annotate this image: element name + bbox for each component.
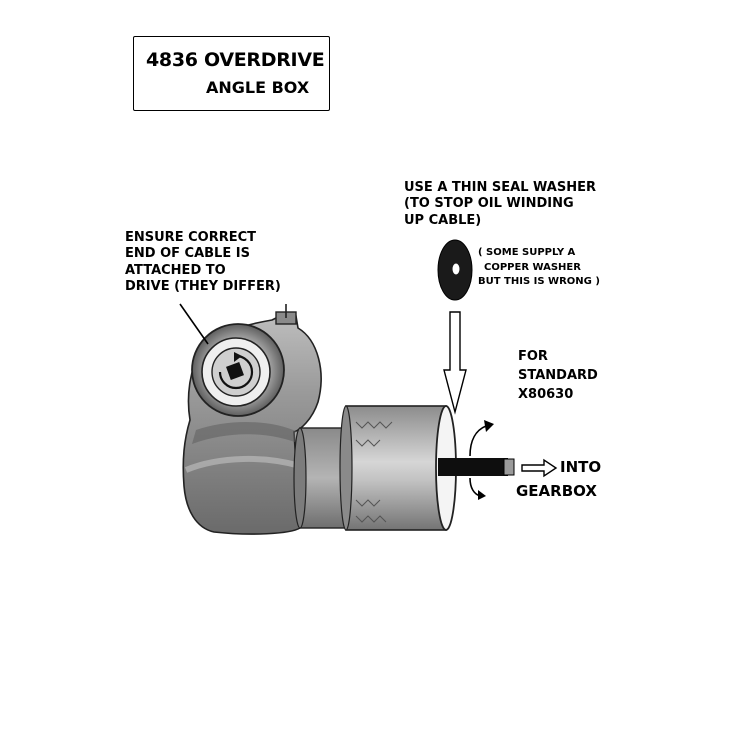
washer-aside-line: ( SOME SUPPLY A <box>478 247 576 258</box>
ensure-note-line: ATTACHED TO <box>125 262 226 278</box>
cable-boss <box>191 323 285 417</box>
standard-note: FOR STANDARD X80630 <box>518 348 598 405</box>
title-line-1: 4836 OVERDRIVE <box>146 49 325 71</box>
ensure-note-line: ENSURE CORRECT <box>125 230 256 245</box>
washer-aside-line: COPPER WASHER <box>484 261 581 273</box>
title-line-2: ANGLE BOX <box>206 78 310 97</box>
down-arrow-icon <box>443 311 467 415</box>
washer-aside-note: ( SOME SUPPLY A COPPER WASHER BUT THIS I… <box>478 246 600 290</box>
seal-washer-icon <box>437 239 473 301</box>
standard-note-line: STANDARD <box>518 367 598 383</box>
ensure-leader-line <box>179 303 209 345</box>
title-box: 4836 OVERDRIVE ANGLE BOX <box>133 36 330 111</box>
washer-note: USE A THIN SEAL WASHER (TO STOP OIL WIND… <box>404 180 596 229</box>
washer-note-line: USE A THIN SEAL WASHER <box>404 180 596 195</box>
washer-aside-line: BUT THIS IS WRONG ) <box>478 276 600 287</box>
standard-note-line: X80630 <box>518 386 574 402</box>
drive-shaft <box>438 458 515 476</box>
into-label: INTO <box>560 458 602 476</box>
rotation-arrow-icon <box>469 420 494 500</box>
output-collar <box>339 405 457 531</box>
ensure-note-line: DRIVE (THEY DIFFER) <box>125 278 281 294</box>
right-arrow-icon <box>521 458 558 478</box>
gearbox-label: GEARBOX <box>516 482 597 500</box>
ensure-note-line: END OF CABLE IS <box>125 246 250 262</box>
washer-note-line: (TO STOP OIL WINDING <box>404 196 574 212</box>
washer-note-line: UP CABLE) <box>404 212 482 228</box>
standard-note-line: FOR <box>518 349 548 364</box>
ensure-cable-note: ENSURE CORRECT END OF CABLE IS ATTACHED … <box>125 230 281 295</box>
